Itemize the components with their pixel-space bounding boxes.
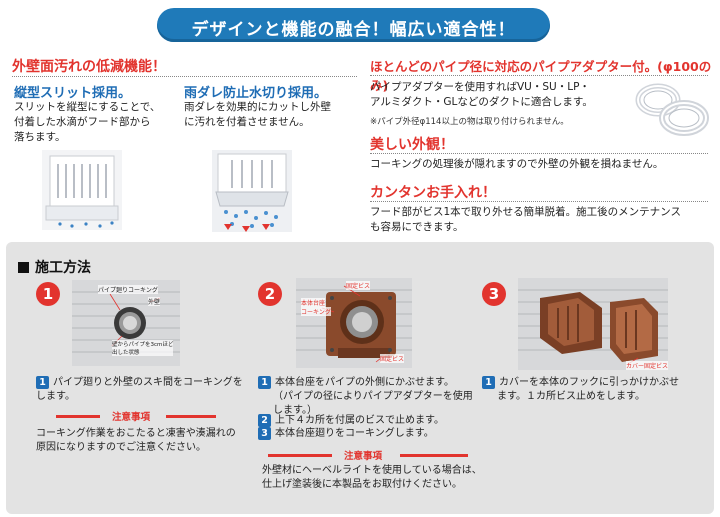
care-text: フード部がビス1本で取り外せる簡単脱着。施工後のメンテナンス も容易にできます。	[370, 206, 681, 233]
step-badge: 1	[258, 376, 271, 389]
step-2-label-screw-bottom: 固定ビス	[380, 354, 405, 363]
slit-heading: 縦型スリット採用。	[14, 86, 132, 101]
installation-title: 施工方法	[18, 257, 91, 277]
divider	[12, 76, 357, 77]
step-1-label-pipe: 壁からパイプを3cmほど 出した状態	[112, 340, 174, 356]
step-1-label-caulking: パイプ廻りコーキング	[98, 285, 158, 294]
step-2-illustration	[296, 278, 412, 368]
drip-heading: 雨ダレ防止水切り採用。	[184, 86, 328, 101]
caution-line-left	[268, 454, 332, 457]
step-badge: 3	[258, 427, 271, 440]
pipe-adapter-photo	[635, 83, 709, 136]
title-banner: デザインと機能の融合！幅広い適合性！	[157, 8, 550, 42]
care-heading: カンタンお手入れ！	[370, 185, 496, 201]
step-badge: 1	[482, 376, 495, 389]
step-1-caution-text: コーキング作業をおこたると凍害や湊漏れの 原因になりますのでご注意ください。	[36, 428, 236, 453]
step-3-label-cover-screw: カバー固定ビス	[626, 361, 669, 370]
banner-title: デザインと機能の融合！幅広い適合性！	[191, 20, 516, 40]
step-2-caution-text: 外壁材にヘーベルライトを使用している場合は、 仕上げ塗装後に本製品をお取付けくだ…	[262, 465, 482, 490]
step-2-number: 2	[258, 282, 282, 306]
pipe-heading: ほとんどのパイプ径に対応のパイプアダプター付。(φ100のみ)	[370, 59, 712, 93]
step-badge: 1	[36, 376, 49, 389]
step-1-caution-heading: 注意事項	[56, 409, 216, 423]
pipe-note: ※パイプ外径φ114以上の物は取り付けられません。	[370, 117, 569, 127]
step-3-illustration	[518, 278, 668, 370]
step-2-label-screw-top: 固定ビス	[346, 281, 371, 290]
beauty-text: コーキングの処理後が隠れますので外壁の外観を損ねません。	[370, 158, 664, 170]
slit-hood-photo	[42, 150, 122, 230]
step-2-label-base: 本体台座	[301, 298, 326, 307]
step-badge: 2	[258, 414, 271, 427]
drip-text: 雨ダレを効果的にカットし外壁 に汚れを付着させません。	[184, 101, 331, 128]
pipe-text: パイプアダプターを使用すればVU・SU・LP・ アルミダクト・GLなどのダクトに…	[370, 81, 593, 108]
step-2-label-caulking: コーキング	[301, 307, 331, 316]
divider	[370, 75, 708, 76]
slit-text: スリットを縦型にすることで、 付着した水滴がフード部から 落ちます。	[14, 101, 161, 143]
caution-line-right	[400, 454, 468, 457]
caution-line-left	[56, 415, 100, 418]
drip-cut-photo	[212, 150, 292, 232]
beauty-heading: 美しい外観！	[370, 137, 454, 153]
divider	[370, 153, 708, 154]
square-bullet-icon	[18, 262, 29, 273]
feature-heading-dirt: 外壁面汚れの低減機能！	[12, 59, 166, 75]
step-3-number: 3	[482, 282, 506, 306]
step-2-caution-heading: 注意事項	[268, 448, 468, 462]
step-1-label-wall: 外壁	[148, 297, 161, 306]
caution-line-right	[166, 415, 216, 418]
divider	[370, 201, 708, 202]
step-1-number: 1	[36, 282, 60, 306]
